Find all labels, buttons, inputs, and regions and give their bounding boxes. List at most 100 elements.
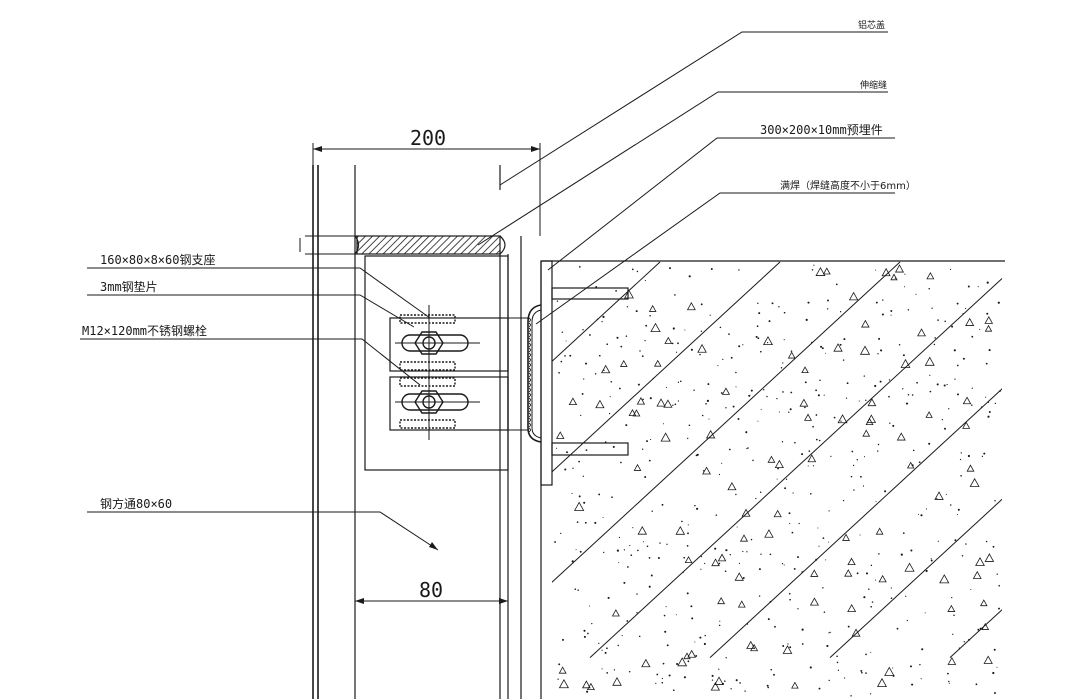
concrete-speckle [862, 485, 865, 487]
concrete-speckle [661, 503, 664, 506]
concrete-speckle [757, 302, 759, 305]
concrete-speckle [635, 310, 638, 313]
concrete-speckle [683, 556, 686, 559]
concrete-speckle [917, 513, 920, 515]
concrete-aggregate [697, 343, 707, 353]
concrete-aggregate [980, 599, 988, 607]
concrete-speckle [617, 644, 619, 647]
concrete-speckle [631, 268, 634, 271]
concrete-speckle [578, 266, 581, 268]
concrete-speckle [649, 397, 652, 400]
concrete-speckle [845, 397, 848, 399]
concrete-aggregate [573, 501, 585, 511]
concrete-speckle [801, 643, 804, 645]
concrete-speckle [591, 622, 593, 625]
concrete-speckle [746, 551, 748, 553]
concrete-aggregate [837, 414, 848, 424]
concrete-speckle [985, 396, 987, 398]
concrete-speckle [725, 407, 727, 409]
concrete-speckle [606, 647, 608, 650]
concrete-aggregate [702, 466, 711, 475]
concrete-speckle [630, 554, 633, 557]
concrete-aggregate [764, 529, 774, 538]
concrete-speckle [659, 542, 661, 544]
concrete-aggregate [884, 666, 895, 676]
concrete-speckle [616, 336, 619, 339]
concrete-speckle [981, 455, 984, 458]
concrete-speckle [875, 579, 877, 581]
concrete-speckle [985, 540, 988, 543]
concrete-speckle [720, 392, 723, 394]
concrete-hatch-line [552, 261, 781, 473]
concrete-speckle [937, 540, 939, 542]
concrete-aggregate [962, 396, 972, 405]
weld-ripple [528, 397, 531, 403]
concrete-speckle [610, 380, 613, 383]
concrete-aggregate [558, 678, 570, 689]
concrete-speckle [703, 642, 706, 646]
concrete-speckle [611, 496, 613, 499]
concrete-aggregate [641, 658, 651, 668]
concrete-speckle [684, 329, 686, 331]
concrete-speckle [719, 620, 721, 622]
concrete-speckle [641, 448, 644, 450]
concrete-speckle [962, 313, 964, 315]
concrete-speckle [957, 508, 960, 511]
concrete-speckle [686, 592, 689, 595]
concrete-aggregate [984, 553, 995, 562]
concrete-speckle [919, 663, 921, 666]
concrete-speckle [571, 492, 573, 494]
concrete-speckle [729, 554, 731, 556]
concrete-speckle [944, 427, 946, 430]
concrete-speckle [865, 572, 869, 575]
concrete-aggregate [842, 533, 850, 541]
concrete-speckle [812, 465, 815, 467]
concrete-speckle [804, 381, 807, 384]
concrete-speckle [931, 307, 933, 309]
concrete-speckle [766, 395, 768, 398]
concrete-speckle [970, 588, 972, 591]
concrete-speckle [577, 589, 579, 591]
concrete-speckle [650, 574, 653, 577]
concrete-speckle [937, 319, 939, 321]
concrete-speckle [662, 423, 665, 425]
concrete-speckle [773, 673, 775, 676]
svg-text:300×200×10mm预埋件: 300×200×10mm预埋件 [760, 123, 883, 137]
concrete-speckle [965, 307, 967, 310]
concrete-speckle [907, 393, 910, 396]
steel-bracket-assembly [364, 255, 528, 471]
concrete-aggregate [558, 666, 567, 674]
concrete-speckle [875, 269, 877, 271]
concrete-speckle [756, 325, 759, 328]
concrete-speckle [941, 418, 944, 421]
concrete-speckle [902, 354, 905, 357]
concrete-speckle [830, 455, 832, 458]
concrete-speckle [752, 459, 754, 462]
concrete-speckle [890, 587, 892, 589]
concrete-speckle [836, 655, 838, 658]
concrete-speckle [948, 682, 950, 684]
concrete-speckle [637, 549, 639, 552]
concrete-speckle [693, 389, 695, 391]
concrete-speckle [789, 522, 791, 524]
concrete-hatch-line [552, 261, 901, 583]
concrete-speckle [742, 344, 744, 346]
concrete-aggregate [881, 267, 891, 277]
concrete-speckle [956, 302, 959, 305]
concrete-speckle [936, 383, 939, 386]
concrete-speckle [778, 306, 780, 308]
concrete-speckle [805, 318, 808, 321]
concrete-aggregate [624, 289, 634, 299]
concrete-speckle [860, 669, 863, 672]
concrete-speckle [709, 314, 711, 316]
concrete-speckle [586, 690, 589, 693]
concrete-speckle [994, 692, 996, 694]
concrete-speckle [672, 327, 675, 330]
concrete-speckle [618, 562, 620, 564]
concrete-speckle [675, 614, 677, 616]
concrete-speckle [755, 497, 757, 500]
concrete-speckle [783, 564, 785, 566]
concrete-speckle [790, 350, 793, 352]
concrete-speckle [691, 617, 694, 620]
